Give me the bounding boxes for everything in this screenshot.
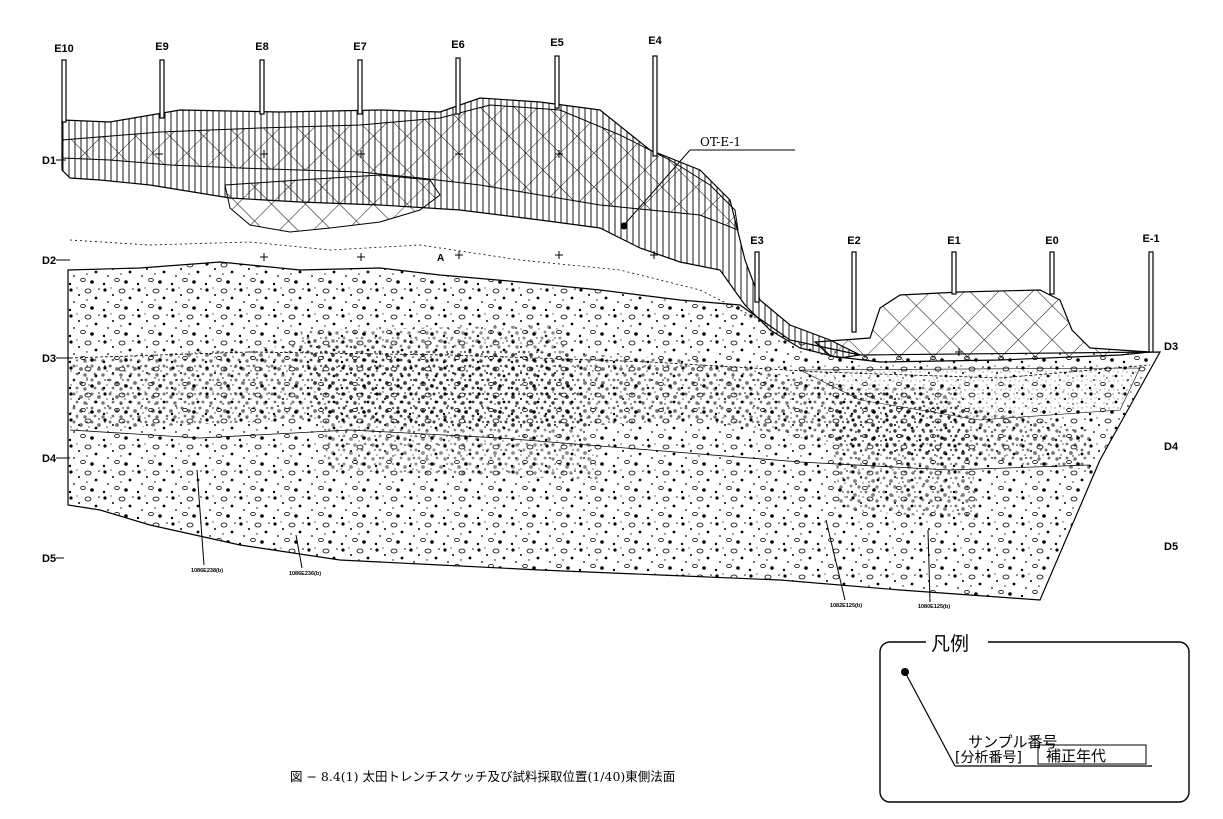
legend: 凡例 サンプル番号 [分析番号] 補正年代 xyxy=(879,628,1190,803)
legend-frame xyxy=(879,641,1190,803)
e-label-e7: E7 xyxy=(353,41,366,53)
legend-title: 凡例 xyxy=(931,633,969,655)
pole-e5 xyxy=(554,55,560,109)
d-label-d5: D5 xyxy=(42,553,56,565)
e-label-e9: E9 xyxy=(155,41,168,53)
figure-caption: 図 − 8.4(1) 太田トレンチスケッチ及び試料採取位置(1/40)東側法面 xyxy=(290,769,675,784)
gravel-dense-band-2 xyxy=(300,325,600,480)
pole-e9 xyxy=(159,59,165,119)
e-label-e4: E4 xyxy=(648,35,662,47)
e-label-e8: E8 xyxy=(255,41,268,53)
boundary-line-1 xyxy=(69,429,1091,471)
d-label-d3: D3 xyxy=(42,353,56,365)
legend-age-label: 補正年代 xyxy=(1046,747,1106,765)
ot-e-1-sample-dot xyxy=(620,222,628,230)
pole-e-1 xyxy=(1148,251,1154,353)
e-label-e0: E0 xyxy=(1045,235,1058,247)
pole-e4 xyxy=(652,55,658,157)
legend-analysis-label: [分析番号] xyxy=(955,750,1022,766)
lower-lobe-cross-hatch xyxy=(224,174,441,233)
pole-e1 xyxy=(951,251,957,295)
sample-label-1: 1086E238(b) xyxy=(191,568,223,574)
e-label-e1: E1 xyxy=(947,235,960,247)
surface-line-dotted xyxy=(69,239,761,321)
ot-e-1-label: OT-E-1 xyxy=(700,135,741,149)
pole-e2 xyxy=(851,251,857,333)
pole-e3 xyxy=(754,251,760,303)
marker-a: A xyxy=(437,253,444,264)
e-label-e2: E2 xyxy=(847,235,860,247)
legend-age-box xyxy=(1037,744,1147,765)
e-label-e10: E10 xyxy=(54,43,74,55)
pole-e0 xyxy=(1049,251,1055,295)
legend-sample-label: サンプル番号 xyxy=(968,733,1058,751)
right-mound-cross-hatch xyxy=(813,289,1151,363)
d-label-d1: D1 xyxy=(42,155,56,167)
sample-label-4: 1080E125(b) xyxy=(918,604,950,610)
d-label-right-d3: D3 xyxy=(1164,341,1178,353)
sample-label-2: 1086E236(b) xyxy=(289,571,321,577)
d-label-right-d5: D5 xyxy=(1164,541,1178,553)
survey-plus-marks xyxy=(155,150,963,356)
legend-leader xyxy=(904,671,956,767)
ot-e-1-leader xyxy=(623,149,691,226)
pole-e10 xyxy=(61,59,67,123)
e-label-e6: E6 xyxy=(451,39,464,51)
sample-label-3: 1082E125(b) xyxy=(830,603,862,609)
e-label-e3: E3 xyxy=(750,235,763,247)
d-label-right-d4: D4 xyxy=(1164,441,1179,453)
pole-e8 xyxy=(259,59,265,115)
gravel-dense-band-3 xyxy=(830,385,980,520)
pole-e7 xyxy=(357,59,363,115)
d-label-d2: D2 xyxy=(42,255,56,267)
boundary-line-2 xyxy=(69,351,1151,379)
pole-e6 xyxy=(455,57,461,115)
upper-unit-cross-hatch xyxy=(61,104,739,231)
e-label-e5: E5 xyxy=(550,37,563,49)
d-label-d4: D4 xyxy=(42,453,57,465)
sand-lens xyxy=(799,367,1141,421)
e-label-e-1: E-1 xyxy=(1142,233,1159,245)
survey-poles xyxy=(61,55,1154,353)
